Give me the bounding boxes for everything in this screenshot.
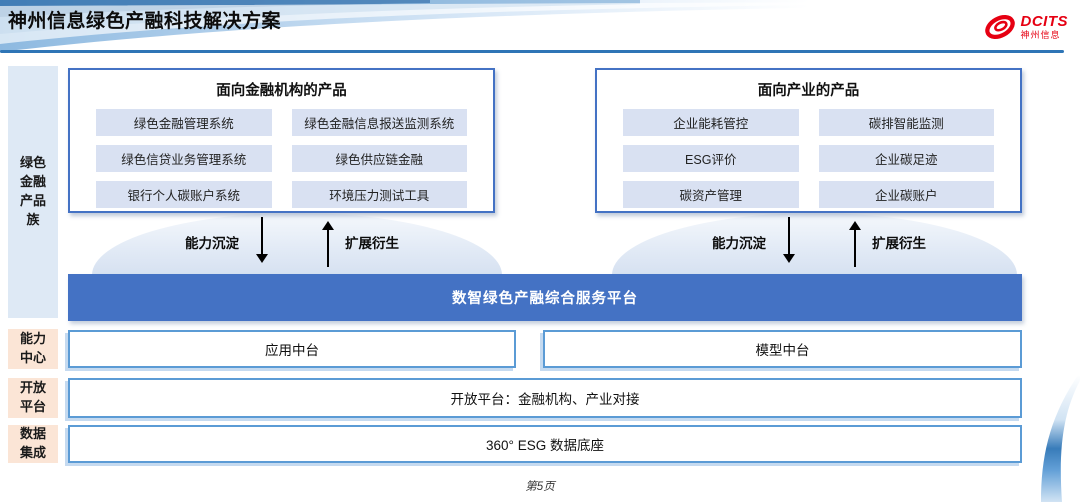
sidebar-label-text: 绿色金融产品族 (19, 155, 46, 227)
industry-products-panel: 面向产业的产品 企业能耗管控 碳排智能监测 ESG评价 企业碳足迹 碳资产管理 … (595, 68, 1022, 213)
product-item: 银行个人碳账户系统 (96, 181, 272, 208)
product-item: 企业碳账户 (818, 181, 994, 208)
sidebar-label-open-platform: 开放平台 (8, 378, 58, 418)
sidebar-label-capability-center: 能力中心 (8, 329, 58, 369)
panel-title: 面向金融机构的产品 (216, 83, 347, 99)
flow-up-label: 扩展衍生 (872, 236, 926, 251)
product-item: 企业能耗管控 (623, 109, 799, 136)
panel-items-grid: 绿色金融管理系统 绿色金融信息报送监测系统 绿色信贷业务管理系统 绿色供应链金融… (70, 100, 493, 208)
sidebar-label-product-family: 绿色金融产品族 (8, 66, 58, 318)
product-item: 绿色金融管理系统 (96, 109, 272, 136)
sidebar-label-text: 能力中心 (19, 331, 46, 365)
app-center-box: 应用中台 (68, 330, 516, 368)
page-number: 第5页 (525, 481, 555, 493)
financial-products-panel: 面向金融机构的产品 绿色金融管理系统 绿色金融信息报送监测系统 绿色信贷业务管理… (68, 68, 495, 213)
product-item: 绿色供应链金融 (291, 145, 467, 172)
sidebar-label-data-integration: 数据集成 (8, 425, 58, 463)
flow-down-label: 能力沉淀 (712, 236, 766, 251)
model-center-box: 模型中台 (543, 330, 1022, 368)
product-item: 碳排智能监测 (818, 109, 994, 136)
product-item: 企业碳足迹 (818, 145, 994, 172)
flow-arrows-left: 能力沉淀 扩展衍生 (185, 216, 399, 268)
dcits-swirl-icon (984, 15, 1015, 39)
product-item: 碳资产管理 (623, 181, 799, 208)
flow-arrows-right: 能力沉淀 扩展衍生 (712, 216, 926, 268)
sidebar-label-text: 数据集成 (19, 426, 46, 460)
data-base-box: 360° ESG 数据底座 (68, 425, 1022, 463)
product-item: 绿色金融信息报送监测系统 (291, 109, 467, 136)
logo-company-text: 神州信息 (1020, 30, 1061, 40)
open-platform-box: 开放平台：金融机构、产业对接 (68, 378, 1022, 418)
down-arrow-icon (255, 217, 269, 263)
flow-down-label: 能力沉淀 (185, 236, 239, 251)
title-underline (0, 50, 1064, 53)
down-arrow-icon (782, 217, 796, 263)
dcits-logo: DCITS 神州信息 (983, 10, 1069, 44)
flow-up-label: 扩展衍生 (345, 236, 399, 251)
sidebar-label-text: 开放平台 (19, 380, 46, 414)
up-arrow-icon (848, 221, 862, 267)
panel-items-grid: 企业能耗管控 碳排智能监测 ESG评价 企业碳足迹 碳资产管理 企业碳账户 (597, 100, 1020, 208)
page-title: 神州信息绿色产融科技解决方案 (8, 11, 282, 32)
up-arrow-icon (321, 221, 335, 267)
product-item: 环境压力测试工具 (291, 181, 467, 208)
product-item: ESG评价 (623, 145, 799, 172)
panel-title: 面向产业的产品 (757, 83, 860, 99)
product-item: 绿色信贷业务管理系统 (96, 145, 272, 172)
platform-bar: 数智绿色产融综合服务平台 (68, 274, 1022, 321)
logo-brand-text: DCITS (1020, 13, 1068, 30)
